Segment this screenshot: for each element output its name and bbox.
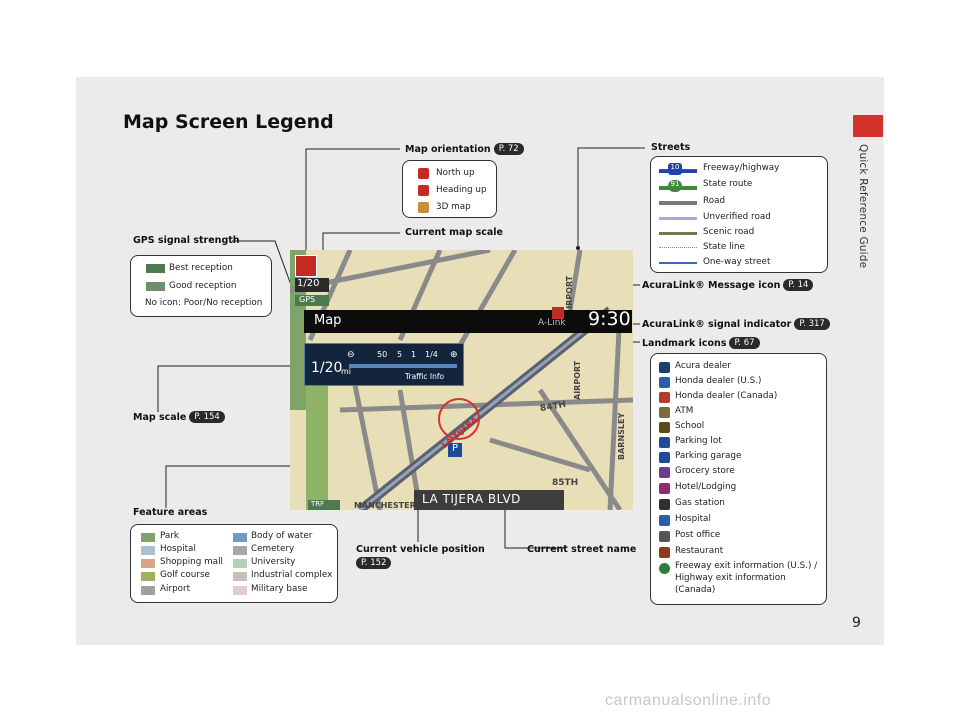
honda-dealer-us-icon: [659, 377, 670, 388]
zoom-slider[interactable]: [349, 364, 457, 368]
parking-lot-icon: [659, 437, 670, 448]
hospital-swatch: [141, 546, 155, 555]
current-vehicle-label: Current vehicle position: [356, 544, 485, 555]
post-office-icon: [659, 531, 670, 542]
clock: 9:30: [588, 308, 631, 330]
street-label: AIRPORT: [573, 360, 582, 400]
grocery-store-icon: [659, 467, 670, 478]
restaurant-icon: [659, 547, 670, 558]
watermark: carmanualsonline.info: [605, 692, 772, 709]
shopping-mall-swatch: [141, 559, 155, 568]
orientation-box: North up Heading up 3D map: [402, 160, 497, 218]
street-label: 85TH: [552, 478, 579, 488]
gps-signal-label: GPS signal strength: [133, 235, 240, 246]
feature-areas-label: Feature areas: [133, 507, 208, 518]
state-shield-icon: 91: [668, 180, 682, 192]
airport-swatch: [141, 586, 155, 595]
cemetery-swatch: [233, 546, 247, 555]
feature-areas-box: Park Hospital Shopping mall Golf course …: [130, 524, 338, 603]
3d-map-icon: [418, 202, 429, 213]
water-swatch: [233, 533, 247, 542]
acuralink-message-icon[interactable]: [552, 307, 564, 319]
gas-station-icon: [659, 499, 670, 510]
zoom-out-icon[interactable]: ⊖: [347, 350, 355, 360]
page-number: 9: [852, 615, 861, 631]
military-swatch: [233, 586, 247, 595]
university-swatch: [233, 559, 247, 568]
heading-up-icon: [418, 185, 429, 196]
scale-panel[interactable]: 1/20 mi ⊖ 50 5 1 1/4 ⊕ Traffic Info: [304, 343, 464, 386]
acura-dealer-icon: [659, 362, 670, 373]
landmarks-box: Acura dealer Honda dealer (U.S.) Honda d…: [650, 353, 827, 605]
hotel-icon: [659, 483, 670, 494]
streets-box: 10 Freeway/highway 91 State route Road U…: [650, 156, 828, 273]
current-vehicle-icon: [438, 398, 480, 440]
scenic-road-line: [659, 232, 697, 235]
map-header-bar: [304, 310, 632, 333]
parking-icon: P: [448, 443, 462, 457]
interstate-shield-icon: 10: [668, 163, 682, 175]
park-swatch: [141, 533, 155, 542]
parking-garage-icon: [659, 452, 670, 463]
unverified-road-line: [659, 217, 697, 220]
freeway-exit-icon: [659, 563, 670, 574]
school-icon: [659, 422, 670, 433]
gps-box: Best reception Good reception No icon: P…: [130, 255, 272, 317]
section-tab: [853, 115, 883, 137]
atm-icon: [659, 407, 670, 418]
traffic-badge: TRF: [308, 500, 340, 510]
current-vehicle-ref: P. 152: [356, 557, 392, 569]
map-scale-indicator: 1/20: [295, 278, 329, 292]
street-label: MANCHESTER: [354, 501, 416, 510]
zoom-in-icon[interactable]: ⊕: [450, 350, 458, 360]
industrial-swatch: [233, 572, 247, 581]
road-line: [659, 201, 697, 205]
current-street-bar: LA TIJERA BLVD: [414, 490, 564, 510]
state-line: [659, 247, 697, 248]
hospital-icon: [659, 515, 670, 526]
gps-best-icon: [146, 264, 165, 273]
acuralink-signal: A-Link: [538, 318, 566, 328]
gps-badge: GPS: [295, 295, 329, 306]
current-map-scale-label: Current map scale: [405, 227, 503, 238]
current-street-label: Current street name: [527, 544, 637, 555]
section-label: Quick Reference Guide: [857, 144, 869, 269]
golf-course-swatch: [141, 572, 155, 581]
honda-dealer-canada-icon: [659, 392, 670, 403]
one-way-line: [659, 262, 697, 264]
streets-label: Streets: [651, 142, 691, 153]
page-title: Map Screen Legend: [123, 111, 334, 133]
map-title: Map: [314, 313, 342, 328]
north-up-icon[interactable]: [295, 255, 317, 277]
gps-good-icon: [146, 282, 165, 291]
street-label: BARNSLEY: [617, 412, 626, 460]
north-up-icon: [418, 168, 429, 179]
